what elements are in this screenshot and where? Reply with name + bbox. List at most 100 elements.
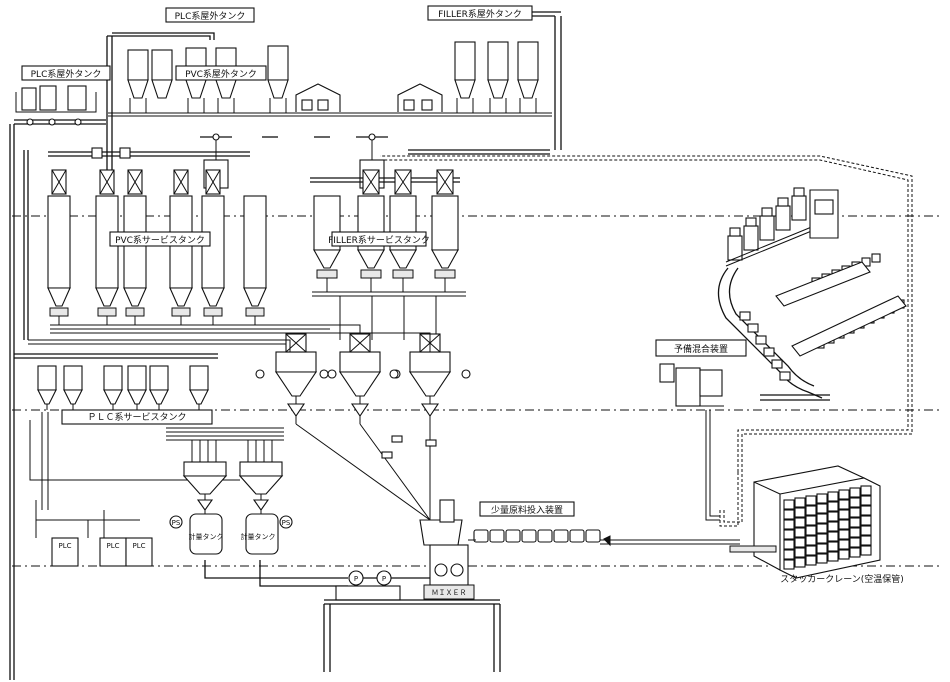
- storage-bay: [794, 537, 806, 548]
- automated-packing-line: [717, 187, 907, 401]
- storage-bay: [860, 485, 872, 496]
- bag: [779, 371, 791, 381]
- dosing-valve: [196, 499, 214, 511]
- plc-service-tank: [127, 365, 147, 391]
- storage-bay: [827, 501, 839, 512]
- gauge-icon: [255, 369, 265, 379]
- storage-bay: [783, 519, 795, 530]
- storage-bay: [805, 545, 817, 556]
- packing-machine: [791, 195, 807, 221]
- storage-bay: [860, 515, 872, 526]
- conveyor-line: [380, 155, 913, 527]
- storage-bay: [783, 549, 795, 560]
- storage-bay: [827, 511, 839, 522]
- storage-bay: [816, 493, 828, 504]
- dosing-hopper: [183, 461, 227, 477]
- backup-mixer: 予備混合装置: [655, 339, 747, 521]
- feed-box: [489, 529, 505, 543]
- gauge-icon: [327, 369, 337, 379]
- rotary-valve: [245, 307, 265, 317]
- plc-drum-group: PLC PLC PLC: [35, 500, 153, 567]
- storage-bay: [794, 507, 806, 518]
- filler-outdoor-label: FILLER系屋外タンク: [438, 8, 522, 20]
- storage-bay: [805, 505, 817, 516]
- storage-bay: [838, 549, 850, 560]
- plc-service-tank: [103, 365, 123, 391]
- feed-box: [521, 529, 537, 543]
- feed-box: [505, 529, 521, 543]
- bag: [739, 311, 751, 321]
- rotary-valve: [203, 307, 223, 317]
- stacker-label: スタッカークレーン(空温保管): [780, 573, 904, 585]
- plc-service-tank: [63, 365, 83, 391]
- mixer-label: ＭＩＸＥＲ: [432, 589, 467, 597]
- storage-bay: [805, 515, 817, 526]
- storage-bay: [783, 509, 795, 520]
- bag: [771, 359, 783, 369]
- plc-service-tank: [149, 365, 169, 391]
- gauge-icon: [389, 369, 399, 379]
- storage-bay: [805, 525, 817, 536]
- plc-drum-label-2: PLC: [106, 542, 119, 550]
- outdoor-tank-yard: [106, 11, 562, 189]
- pump-station: P P: [323, 570, 501, 672]
- ps-label-1: PS: [172, 519, 181, 527]
- storage-bay: [827, 521, 839, 532]
- dosing-valve: [252, 499, 270, 511]
- filler-service-label: FILLER系サービスタンク: [328, 235, 430, 246]
- pvc-service-label: PVC系サービスタンク: [115, 235, 205, 246]
- storage-bay: [794, 527, 806, 538]
- storage-bay: [860, 535, 872, 546]
- small-feed-label: 少量原料投入装置: [491, 504, 563, 516]
- rotary-valve: [125, 307, 145, 317]
- storage-bay: [783, 539, 795, 550]
- storage-bay: [849, 487, 861, 498]
- valve-icon: [119, 147, 131, 159]
- storage-bay: [805, 535, 817, 546]
- plc-service-tank-label: ＰＬＣ系サービスタンク: [87, 412, 186, 423]
- pump-label: P: [354, 575, 358, 583]
- bag: [755, 335, 767, 345]
- storage-bay: [849, 537, 861, 548]
- ps-label-2: PS: [282, 519, 291, 527]
- storage-bay: [838, 509, 850, 520]
- storage-bay: [816, 543, 828, 554]
- pvc-service-tank: [47, 195, 71, 289]
- storage-bay: [838, 519, 850, 530]
- screw-feeder: [316, 269, 338, 279]
- feed-box: [553, 529, 569, 543]
- storage-bay: [860, 545, 872, 556]
- tanker-shed-right: [397, 83, 443, 112]
- diagram-labels: PLC系屋外タンク FILLER系屋外タンク PLC系屋外タンク PVC系屋外タ…: [21, 5, 533, 541]
- storage-bay: [805, 555, 817, 566]
- storage-bay: [838, 539, 850, 550]
- storage-bay: [816, 533, 828, 544]
- feed-box: [585, 529, 601, 543]
- storage-bay: [783, 529, 795, 540]
- plc-service-tank: [37, 365, 57, 391]
- stacker-crane-storage: スタッカークレーン(空温保管): [729, 465, 904, 585]
- mixer: ＭＩＸＥＲ: [419, 499, 475, 600]
- packing-machine: [775, 205, 791, 231]
- weigh-hopper-group: [250, 324, 471, 521]
- storage-bay: [849, 547, 861, 558]
- storage-bay: [783, 559, 795, 570]
- weigh-hopper: [339, 351, 381, 373]
- storage-bay: [849, 507, 861, 518]
- plc-service-tank: [189, 365, 209, 391]
- screw-feeder: [434, 269, 456, 279]
- small-material-feeder: 少量原料投入装置: [468, 501, 740, 547]
- screw-feeder: [392, 269, 414, 279]
- storage-bay: [794, 547, 806, 558]
- storage-bay: [849, 527, 861, 538]
- pvc-service-tank-group: [23, 147, 330, 345]
- storage-bay: [838, 529, 850, 540]
- storage-bay: [783, 499, 795, 510]
- plc-outdoor-left-label: PLC系屋外タンク: [31, 68, 102, 80]
- storage-bay: [860, 495, 872, 506]
- weigh-hopper: [409, 351, 451, 373]
- pump-label-2: P: [382, 575, 386, 583]
- storage-bay: [827, 551, 839, 562]
- rotary-valve: [97, 307, 117, 317]
